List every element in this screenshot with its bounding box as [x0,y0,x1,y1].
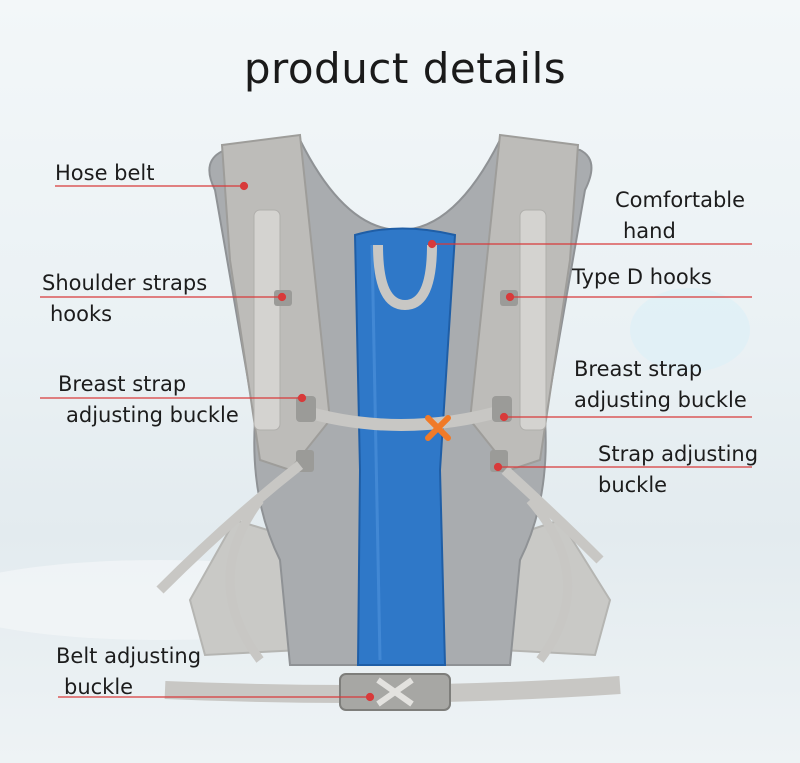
water-splash-decoration [630,288,750,372]
label-hose-belt-line1: Hose belt [55,161,155,185]
label-type-d-hooks: Type D hooks [572,262,712,293]
label-shoulder-straps-hooks-line1: Shoulder straps [42,271,208,295]
breast-strap [298,404,507,431]
left-side-strap [225,497,264,663]
label-type-d-hooks-line1: Type D hooks [572,265,712,289]
blue-center-panel [353,227,457,666]
label-breast-strap-left-line1: Breast strap [58,372,187,396]
label-breast-strap-left-line2: adjusting buckle [66,403,239,427]
leader-dot-hose-belt [239,181,249,191]
label-comfortable-hand-line2: hand [623,219,676,243]
label-breast-strap-right-line2: adjusting buckle [574,388,747,412]
label-belt-adjusting-line1: Belt adjusting [56,644,202,668]
leader-dot-type-d-hooks [505,292,515,302]
right-side-strap [526,497,573,663]
leader-dot-breast-left [297,393,307,403]
right-strap-webbing [519,209,547,431]
label-shoulder-straps-hooks-line2: hooks [50,302,113,326]
label-breast-strap-right-line1: Breast strap [574,357,703,381]
label-strap-adjusting-line1: Strap adjusting [598,442,759,466]
right-hanging-strap [501,466,604,564]
leader-dot-strap-adjusting [493,462,503,472]
leader-dot-belt-adjusting [365,692,375,702]
leader-lines [40,181,752,702]
label-strap-adjusting-line2: buckle [598,473,668,497]
label-belt-adjusting-line2: buckle [64,675,134,699]
leader-dot-shoulder-hooks [277,292,287,302]
label-breast-strap-right: Breast strap adjusting buckle [574,354,747,416]
label-breast-strap-left: Breast strap adjusting buckle [58,369,239,431]
label-shoulder-straps-hooks: Shoulder straps hooks [42,268,207,330]
leader-dot-comfortable-hand [427,239,437,249]
label-comfortable-hand: Comfortable hand [615,185,745,247]
leader-dot-breast-right [499,412,509,422]
carry-handle [373,244,437,311]
label-comfortable-hand-line1: Comfortable [615,188,746,212]
left-hanging-strap [156,461,304,594]
belt-buckle-x [376,677,414,707]
label-belt-adjusting-buckle: Belt adjusting buckle [56,641,201,703]
orange-sternum-buckle [425,415,451,441]
panel-highlight [370,244,382,661]
left-breast-buckle [296,396,316,422]
left-strap-webbing [253,209,281,431]
label-hose-belt: Hose belt [55,158,155,189]
page-title: product details [243,44,567,93]
label-strap-adjusting-buckle: Strap adjusting buckle [598,439,758,501]
